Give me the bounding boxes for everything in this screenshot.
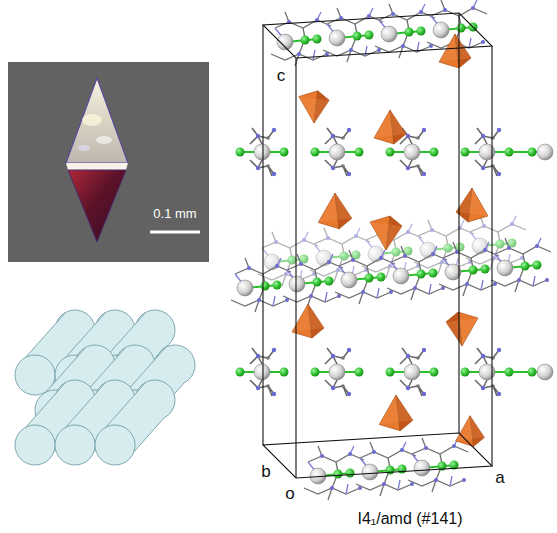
origin-label: o (285, 485, 294, 504)
axis-label: a (495, 469, 504, 488)
space-group-label: I4₁/amd (#141) (357, 510, 462, 528)
axis-label: b (261, 463, 270, 482)
scale-label: 0.1 mm (153, 207, 196, 221)
axis-label: c (277, 67, 286, 86)
unit-cell (263, 13, 492, 478)
crystal-photo (8, 62, 209, 262)
rod-packing (15, 310, 195, 465)
crystal-structure (231, 0, 553, 500)
